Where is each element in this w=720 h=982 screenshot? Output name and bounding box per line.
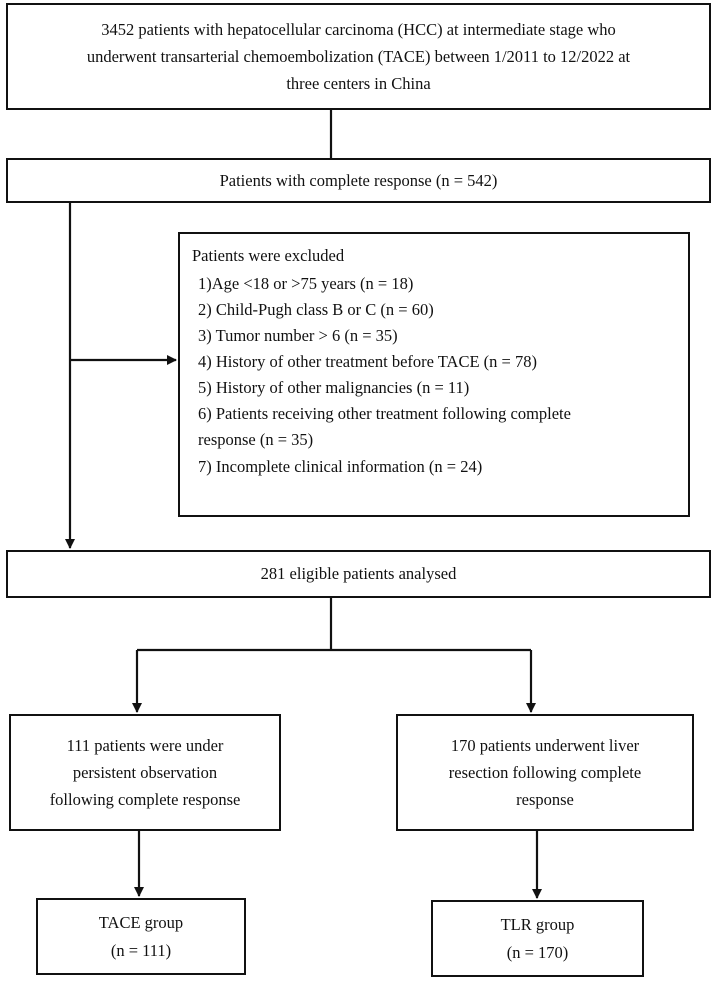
exclusion-item: 7) Incomplete clinical information (n = … <box>198 456 483 476</box>
exclusion-item: 5) History of other malignancies (n = 11… <box>198 378 470 398</box>
complete-response-box: Patients with complete response (n = 542… <box>6 158 711 203</box>
tlr-branch-line: resection following complete <box>448 762 642 782</box>
eligible-box: 281 eligible patients analysed <box>6 550 711 598</box>
population-line: three centers in China <box>286 74 431 94</box>
exclusion-list: 1)Age <18 or >75 years (n = 18) 2) Child… <box>192 271 688 480</box>
eligible-text: 281 eligible patients analysed <box>260 564 457 584</box>
tlr-group-name: TLR group <box>500 915 575 935</box>
complete-response-text: Patients with complete response (n = 542… <box>219 170 498 190</box>
population-box: 3452 patients with hepatocellular carcin… <box>6 3 711 110</box>
exclusion-item: 6) Patients receiving other treatment fo… <box>198 404 571 424</box>
tace-group-box: TACE group (n = 111) <box>36 898 246 975</box>
population-line: underwent transarterial chemoembolizatio… <box>86 46 631 66</box>
tlr-branch-box: 170 patients underwent liver resection f… <box>396 714 694 831</box>
tlr-group-count: (n = 170) <box>506 942 569 962</box>
exclusion-item: 3) Tumor number > 6 (n = 35) <box>198 326 398 346</box>
exclusion-item: 2) Child-Pugh class B or C (n = 60) <box>198 300 434 320</box>
population-line: 3452 patients with hepatocellular carcin… <box>101 19 616 39</box>
exclusion-item: 4) History of other treatment before TAC… <box>198 352 537 372</box>
tace-branch-line: 111 patients were under <box>66 735 224 755</box>
exclusion-item: response (n = 35) <box>198 430 314 450</box>
tace-branch-line: following complete response <box>49 790 241 810</box>
tace-group-name: TACE group <box>98 913 184 933</box>
tace-group-count: (n = 111) <box>110 940 172 960</box>
excluded-title: Patients were excluded <box>192 246 345 265</box>
excluded-box: Patients were excluded 1)Age <18 or >75 … <box>178 232 690 517</box>
exclusion-item: 1)Age <18 or >75 years (n = 18) <box>198 274 414 294</box>
tlr-group-box: TLR group (n = 170) <box>431 900 644 977</box>
tace-branch-line: persistent observation <box>72 762 218 782</box>
tlr-branch-line: response <box>516 790 574 810</box>
tlr-branch-line: 170 patients underwent liver <box>450 735 640 755</box>
tace-branch-box: 111 patients were under persistent obser… <box>9 714 281 831</box>
